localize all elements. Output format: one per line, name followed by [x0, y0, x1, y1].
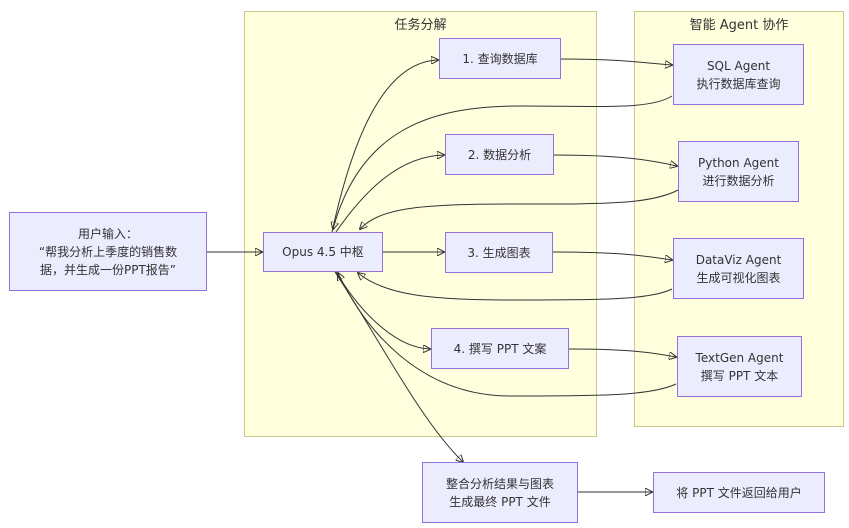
node-dataviz-agent: DataViz Agent 生成可视化图表	[673, 238, 804, 299]
node-line: SQL Agent	[706, 58, 771, 73]
node-line: 生成最终 PPT 文件	[449, 494, 551, 509]
edge-task4-to-textgen	[568, 348, 676, 357]
node-sql-agent: SQL Agent 执行数据库查询	[673, 44, 804, 105]
node-line: DataViz Agent	[695, 252, 782, 267]
node-line: 据，并生成一份PPT报告”	[39, 262, 177, 277]
node-task-write-ppt-copy: 4. 撰写 PPT 文案	[431, 328, 569, 369]
node-line: 2. 数据分析	[467, 147, 532, 162]
edge-dataviz-to-hub	[358, 273, 673, 301]
cluster-task-decomposition: 任务分解	[244, 11, 597, 437]
node-line: 执行数据库查询	[696, 76, 781, 91]
cluster-title: 任务分解	[394, 18, 447, 33]
node-line: 整合分析结果与图表	[445, 476, 554, 491]
node-python-agent: Python Agent 进行数据分析	[678, 141, 799, 202]
node-user-input: 用户输入： “帮我分析上季度的销售数 据，并生成一份PPT报告”	[9, 212, 207, 291]
node-return-to-user: 将 PPT 文件返回给用户	[653, 472, 825, 513]
node-line: Opus 4.5 中枢	[282, 245, 364, 259]
node-task-query-database: 1. 查询数据库	[439, 38, 561, 79]
node-opus-hub: Opus 4.5 中枢	[263, 232, 383, 272]
node-line: 用户输入：	[77, 226, 138, 241]
node-line: 进行数据分析	[702, 173, 775, 188]
edge-task1-to-sql	[560, 58, 672, 65]
edge-sql-to-hub	[333, 95, 673, 229]
edge-textgen-to-hub	[338, 273, 677, 397]
node-line: 4. 撰写 PPT 文案	[453, 341, 547, 356]
node-line: Python Agent	[698, 155, 779, 170]
edge-hub-to-task1	[331, 60, 438, 233]
node-line: TextGen Agent	[695, 350, 784, 365]
edge-hub-to-task4	[335, 271, 430, 349]
node-line: 1. 查询数据库	[462, 51, 538, 66]
node-integrate-results: 整合分析结果与图表 生成最终 PPT 文件	[422, 462, 578, 523]
node-line: 撰写 PPT 文本	[700, 368, 779, 383]
edge-python-to-hub	[360, 189, 679, 229]
node-line: 生成可视化图表	[696, 270, 781, 285]
node-line: 将 PPT 文件返回给用户	[676, 485, 802, 500]
node-line: “帮我分析上季度的销售数	[38, 244, 178, 259]
edge-hub-to-task2	[335, 155, 444, 233]
node-task-data-analysis: 2. 数据分析	[445, 134, 554, 175]
cluster-title: 智能 Agent 协作	[689, 18, 789, 33]
node-textgen-agent: TextGen Agent 撰写 PPT 文本	[677, 336, 802, 397]
node-task-generate-charts: 3. 生成图表	[445, 232, 553, 273]
edge-task2-to-python	[553, 154, 677, 166]
edge-hub-to-integrate	[334, 271, 463, 462]
node-line: 3. 生成图表	[467, 245, 531, 260]
edge-task3-to-dataviz	[552, 251, 672, 260]
